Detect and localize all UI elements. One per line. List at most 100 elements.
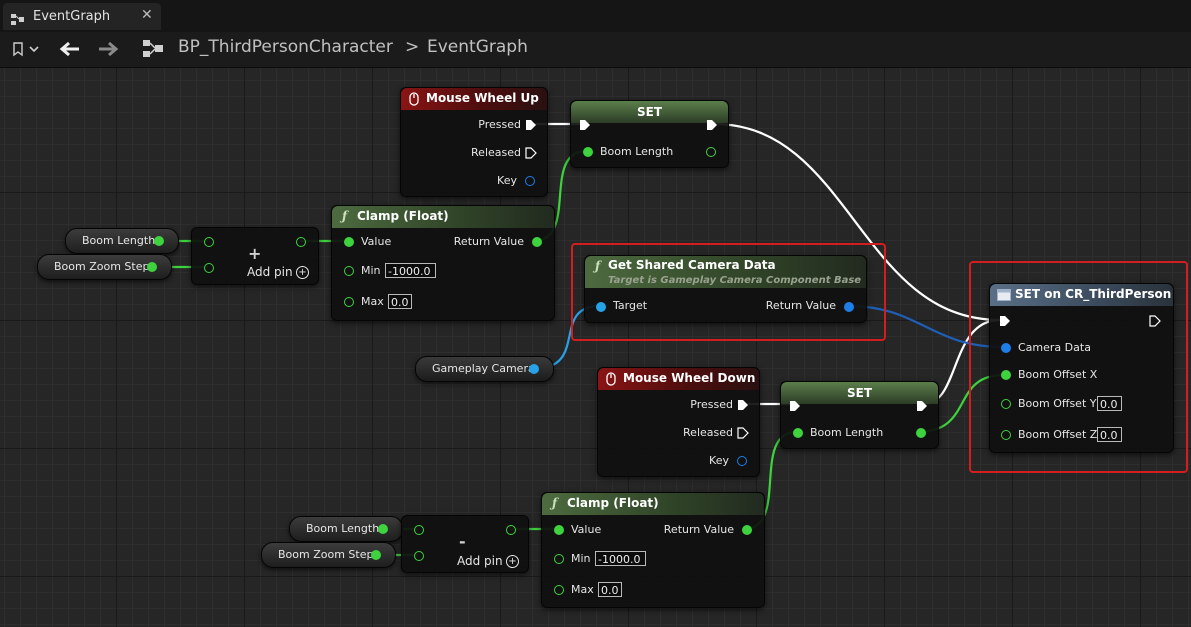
exec-pin-empty-icon[interactable] [525,147,537,159]
bookmark-dropdown-button[interactable] [8,37,42,61]
breadcrumb-graph[interactable]: EventGraph [427,37,528,57]
boom-offset-z-field[interactable]: 0.0 [1097,427,1122,442]
pin-label-max: Max [361,295,384,308]
pin-label-return-value: Return Value [765,299,836,312]
node-title: SET [781,382,938,404]
graph-icon [11,11,25,30]
close-icon[interactable]: ✕ [141,7,153,23]
struct-pin-camera-data-icon[interactable] [1001,343,1011,353]
struct-pin-return-icon[interactable] [844,302,854,312]
float-pin-out-icon[interactable] [378,524,388,534]
node-clamp-float-top[interactable]: ƒ Clamp (Float) Value Return Value Min -… [331,205,555,321]
float-pin-value-icon[interactable] [344,237,354,247]
float-pin-value-icon[interactable] [554,525,564,535]
mouse-icon [606,372,616,386]
float-pin-offset-y-icon[interactable] [1001,399,1011,409]
exec-pin-in-icon[interactable] [999,315,1011,327]
node-mouse-wheel-down[interactable]: Mouse Wheel Down Pressed Released Key [597,367,760,477]
float-pin-offset-x-icon[interactable] [1001,370,1011,380]
pin-label-value: Value [571,523,602,536]
node-clamp-float-bottom[interactable]: ƒ Clamp (Float) Value Return Value Min -… [541,492,765,608]
min-value-field[interactable]: -1000.0 [595,551,646,566]
graph-toolbar: BP_ThirdPersonCharacter > EventGraph [0,32,1191,68]
pin-label-boom-offset-x: Boom Offset X [1018,368,1098,381]
object-pin-out-icon[interactable] [529,364,539,374]
var-boom-length-bottom[interactable]: Boom Length [289,516,403,542]
operator-symbol: - [459,532,466,551]
float-pin-a-icon[interactable] [414,525,424,535]
pin-label-return-value: Return Value [663,523,734,536]
node-mouse-wheel-up[interactable]: Mouse Wheel Up Pressed Released Key [400,87,548,197]
add-pin-button[interactable]: Add pin [457,554,503,568]
exec-pin-in-icon[interactable] [579,119,591,131]
node-get-shared-camera-data[interactable]: ƒ Get Shared Camera Data Target is Gamep… [584,255,867,323]
node-title: Mouse Wheel Down [623,371,756,385]
float-pin-a-icon[interactable] [204,237,214,247]
node-add-float[interactable]: + Add pin + [191,227,319,285]
pin-label-boom-offset-z: Boom Offset Z [1018,428,1098,441]
float-pin-min-icon[interactable] [344,266,354,276]
pin-label-released: Released [471,146,521,159]
float-pin-offset-z-icon[interactable] [1001,430,1011,440]
float-pin-out-icon[interactable] [506,525,516,535]
float-pin-out-icon[interactable] [371,550,381,560]
float-pin-return-icon[interactable] [532,237,542,247]
pin-label-pressed: Pressed [690,398,733,411]
max-value-field[interactable]: 0.0 [388,294,412,309]
float-pin-max-icon[interactable] [344,297,354,307]
pin-label-target: Target [613,299,648,312]
float-pin-out-icon[interactable] [147,262,157,272]
exec-pin-out-icon[interactable] [1149,315,1161,327]
bookmark-icon [13,42,39,57]
float-pin-return-icon[interactable] [742,525,752,535]
exec-pin-empty-icon[interactable] [737,427,749,439]
forward-button[interactable] [95,37,121,61]
float-pin-min-icon[interactable] [554,554,564,564]
back-button[interactable] [57,37,83,61]
exec-pin-filled-icon[interactable] [737,399,749,411]
float-pin-b-icon[interactable] [204,263,214,273]
breadcrumb-separator: > [405,37,420,57]
float-pin-in-icon[interactable] [583,147,593,157]
exec-pin-filled-icon[interactable] [525,119,537,131]
pin-label-boom-length: Boom Length [810,426,884,439]
float-pin-max-icon[interactable] [554,585,564,595]
float-pin-out-icon[interactable] [154,236,164,246]
var-boom-length-top[interactable]: Boom Length [65,228,179,254]
exec-pin-out-icon[interactable] [916,400,928,412]
exec-pin-in-icon[interactable] [789,400,801,412]
plus-circle-icon[interactable]: + [296,266,309,279]
var-boom-zoom-step-top[interactable]: Boom Zoom Step [37,254,172,280]
node-title: Get Shared Camera Data [608,258,776,272]
node-header: ƒ Clamp (Float) [542,493,764,515]
add-pin-button[interactable]: Add pin [247,265,293,279]
var-gameplay-camera[interactable]: Gameplay Camera [415,356,554,382]
var-label: Boom Zoom Step [278,548,374,561]
max-value-field[interactable]: 0.0 [598,582,622,597]
node-title: SET on CR_ThirdPerson [1015,287,1172,301]
operator-symbol: + [248,244,262,263]
node-subtitle: Target is Gameplay Camera Component Base [608,275,862,286]
float-pin-out-icon[interactable] [706,147,716,157]
struct-pin-icon[interactable] [525,176,535,186]
plus-circle-icon[interactable]: + [506,555,519,568]
node-set-boom-length-mid[interactable]: SET Boom Length [780,381,939,449]
float-pin-b-icon[interactable] [414,551,424,561]
node-set-boom-length-top[interactable]: SET Boom Length [570,100,729,168]
exec-pin-out-icon[interactable] [706,119,718,131]
float-pin-out-icon[interactable] [296,237,306,247]
node-subtract-float[interactable]: - Add pin + [401,515,529,573]
var-boom-zoom-step-bottom[interactable]: Boom Zoom Step [261,542,396,568]
breadcrumb-blueprint[interactable]: BP_ThirdPersonCharacter [178,37,393,57]
min-value-field[interactable]: -1000.0 [385,263,436,278]
object-pin-target-icon[interactable] [596,302,606,312]
node-set-on-cr-thirdperson[interactable]: SET on CR_ThirdPerson Camera Data Boom O… [989,283,1174,453]
node-title: Mouse Wheel Up [426,91,539,105]
float-pin-out-icon[interactable] [916,428,926,438]
pin-label-pressed: Pressed [478,118,521,131]
struct-pin-icon[interactable] [737,456,747,466]
boom-offset-y-field[interactable]: 0.0 [1097,396,1122,411]
mouse-icon [409,92,419,106]
float-pin-in-icon[interactable] [793,428,803,438]
tab-eventgraph[interactable]: EventGraph ✕ [3,3,161,30]
